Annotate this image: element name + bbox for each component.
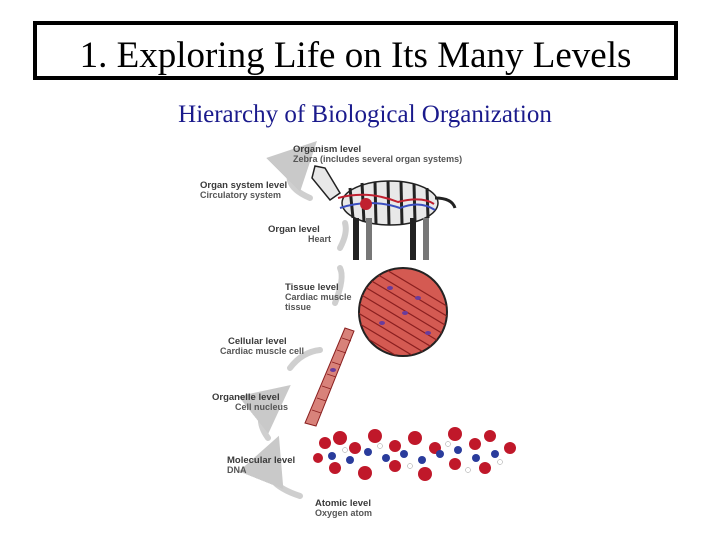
level-labels: Organism level Zebra (includes several o… xyxy=(200,144,462,518)
cellular-level-desc: Cardiac muscle cell xyxy=(220,346,304,356)
hierarchy-figure: Organism level Zebra (includes several o… xyxy=(200,141,516,518)
molecular-level-label: Molecular level xyxy=(227,455,295,466)
connector-arrows xyxy=(238,141,349,499)
organ-level-label: Organ level xyxy=(268,224,320,235)
organ-system-level-desc: Circulatory system xyxy=(200,190,281,200)
atomic-level-label: Atomic level xyxy=(315,498,371,509)
atomic-level-desc: Oxygen atom xyxy=(315,508,372,518)
organism-level-desc: Zebra (includes several organ systems) xyxy=(293,154,462,164)
organelle-level-label: Organelle level xyxy=(212,392,280,403)
organ-level-desc: Heart xyxy=(308,234,331,244)
muscle-cell-illustration xyxy=(304,327,355,427)
molecular-level-desc: DNA xyxy=(227,465,247,475)
slide-title: 1. Exploring Life on Its Many Levels xyxy=(79,35,632,76)
cardiac-tissue-illustration xyxy=(358,267,448,357)
tissue-level-label: Tissue level xyxy=(285,282,339,293)
organ-system-level-label: Organ system level xyxy=(200,180,287,191)
slide-title-box: 1. Exploring Life on Its Many Levels xyxy=(33,21,678,80)
dna-illustration xyxy=(313,427,516,481)
organism-level-label: Organism level xyxy=(293,144,361,155)
zebra-illustration xyxy=(311,165,457,260)
tissue-level-desc-2: tissue xyxy=(285,302,311,312)
slide-subtitle: Hierarchy of Biological Organization xyxy=(178,101,552,128)
cellular-level-label: Cellular level xyxy=(228,336,287,347)
organelle-level-desc: Cell nucleus xyxy=(235,402,288,412)
tissue-level-desc: Cardiac muscle xyxy=(285,292,352,302)
